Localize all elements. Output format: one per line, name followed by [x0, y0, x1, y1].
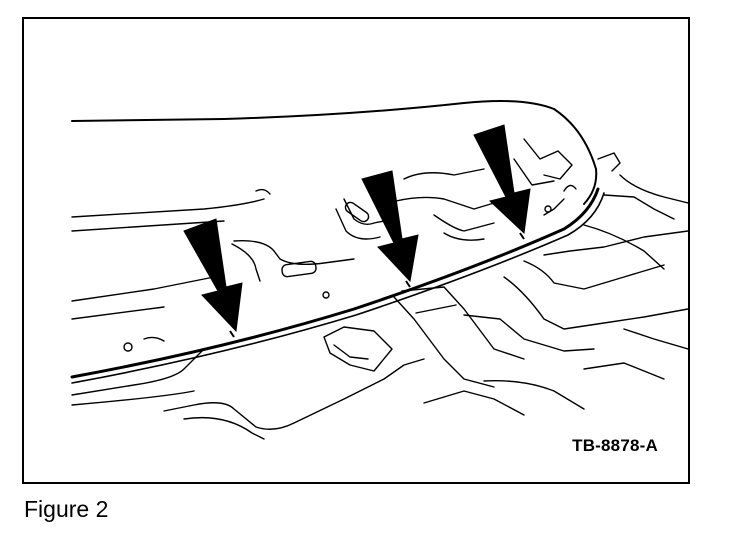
callout-arrow-left-icon — [183, 218, 243, 338]
callout-arrow-middle-icon — [361, 170, 419, 288]
figure-frame: TB-8878-A — [22, 17, 690, 484]
callout-arrow-right-icon — [473, 124, 531, 240]
windshield-trim-illustration — [70, 100, 688, 440]
figure-code-label: TB-8878-A — [572, 436, 658, 455]
figure-caption: Figure 2 — [24, 496, 109, 522]
roof-edge-line — [71, 100, 598, 205]
trim-molding — [70, 187, 600, 379]
